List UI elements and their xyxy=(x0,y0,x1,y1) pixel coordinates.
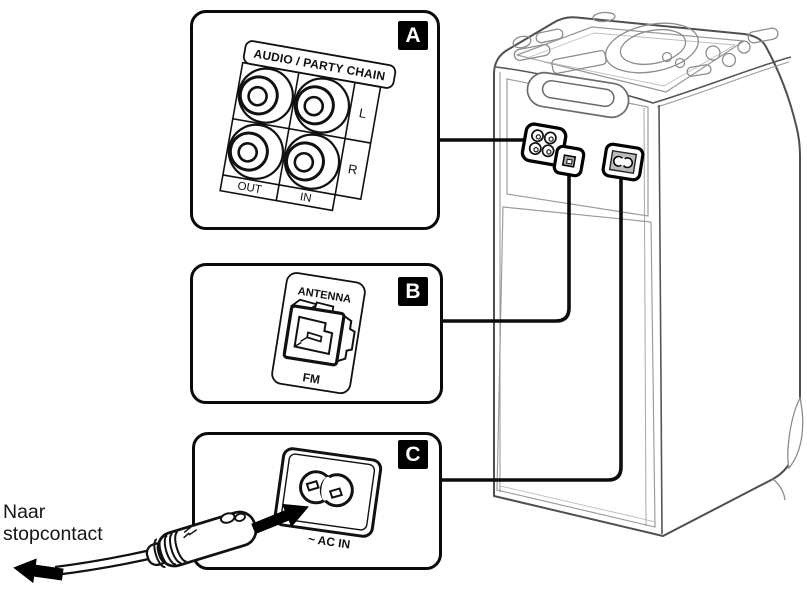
volume-dial-inner xyxy=(619,28,687,66)
connection-line-c xyxy=(439,176,623,482)
rear-upper-panel xyxy=(506,78,649,217)
callout-badge-a: A xyxy=(398,21,428,50)
top-control-panel xyxy=(516,26,745,93)
connection-line-b xyxy=(440,172,571,323)
speaker-illustration xyxy=(493,11,804,537)
outlet-arrow xyxy=(13,558,64,584)
ac-inlet-highlight xyxy=(601,142,645,182)
annotation-line-2: stopcontact xyxy=(3,523,103,545)
cable-line-bottom xyxy=(54,555,159,577)
annotation-line-1: Naar xyxy=(3,501,46,523)
antenna-jack-highlight xyxy=(552,144,586,178)
volume-dial-outer xyxy=(604,22,700,74)
cable-line-top xyxy=(54,547,156,569)
callout-badge-b: B xyxy=(398,277,428,306)
side-notch xyxy=(787,396,804,470)
power-cord xyxy=(54,547,159,577)
rca-jacks-highlight xyxy=(520,122,568,167)
callout-badge-c: C xyxy=(398,440,428,469)
top-controls xyxy=(512,11,779,77)
carry-handle xyxy=(526,71,630,119)
to-wall-outlet-annotation: Naar stopcontact xyxy=(3,501,133,545)
rear-lower-panel xyxy=(496,206,656,528)
